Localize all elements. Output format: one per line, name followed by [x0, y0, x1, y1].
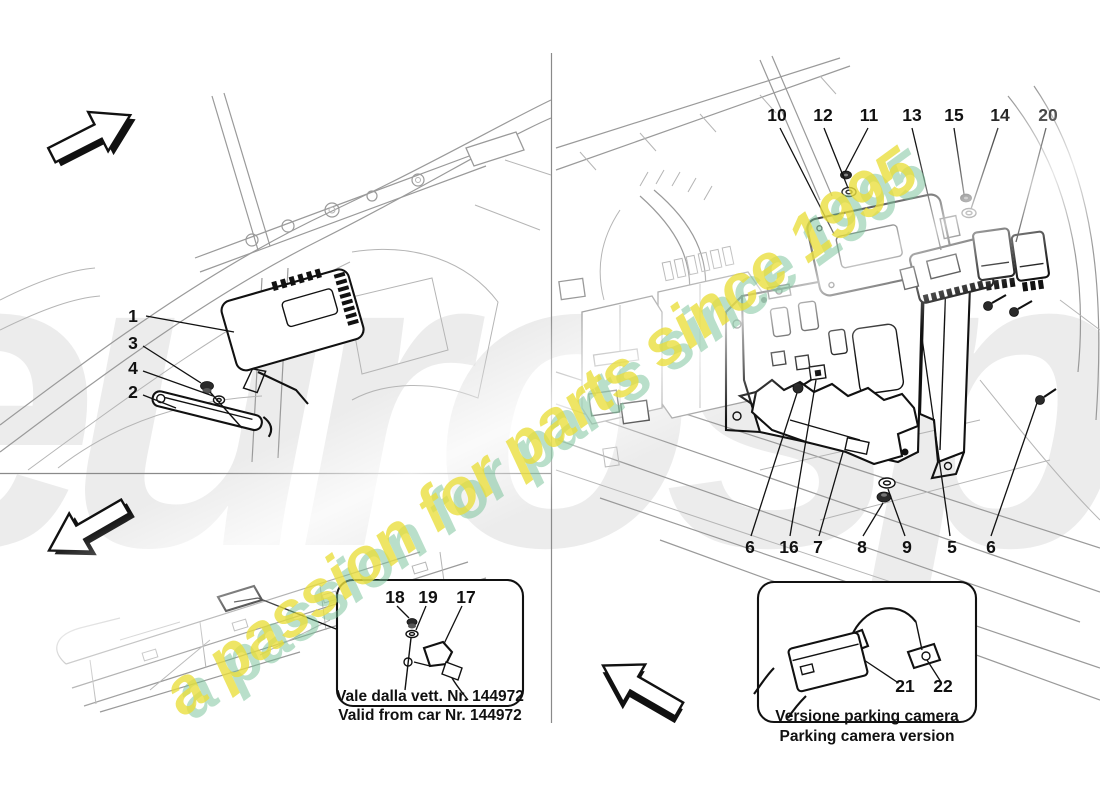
callout-14: 14 [990, 105, 1010, 125]
callout-18: 18 [385, 587, 405, 607]
callout-3: 3 [128, 333, 138, 353]
callout-5: 5 [947, 537, 957, 557]
callout-20: 20 [1038, 105, 1058, 125]
callout-4: 4 [128, 358, 138, 378]
callout-6a: 6 [745, 537, 755, 557]
callout-7: 7 [813, 537, 823, 557]
callout-2: 2 [128, 382, 138, 402]
callout-12: 12 [813, 105, 833, 125]
callout-19: 19 [418, 587, 438, 607]
parking-camera-inset: 21 22 Versione parking camera Parking ca… [753, 580, 978, 745]
nut-15-washer-14-drawing [960, 193, 977, 219]
relay-bolts-drawing [983, 294, 1033, 317]
parking-camera-text-english: Parking camera version [780, 728, 955, 745]
valid-from-text-italian: Vale dalla vett. Nr. 144972 [336, 688, 524, 705]
callout-17: 17 [456, 587, 475, 607]
callout-6b: 6 [986, 537, 996, 557]
direction-arrow-down-left-icon [47, 497, 135, 556]
valid-from-text-english: Valid from car Nr. 144972 [338, 707, 522, 724]
callout-8: 8 [857, 537, 867, 557]
callout-10: 10 [767, 105, 787, 125]
direction-arrow-up-right-icon [46, 110, 136, 167]
callout-21: 21 [895, 676, 915, 696]
washer-19-drawing [405, 629, 419, 639]
callout-15: 15 [944, 105, 964, 125]
parking-camera-text-italian: Versione parking camera [775, 708, 959, 725]
cap-nut-18-drawing [406, 618, 418, 629]
direction-arrow-up-left-icon [601, 663, 685, 724]
callout-9: 9 [902, 537, 912, 557]
callout-1: 1 [128, 306, 138, 326]
washer-9-grommet-8-drawing [876, 477, 896, 503]
callout-13: 13 [902, 105, 922, 125]
ecu-item-1-drawing [220, 268, 365, 394]
ecu-mount-arm [257, 371, 309, 405]
callout-22: 22 [933, 676, 953, 696]
callout-16: 16 [779, 537, 799, 557]
valid-from-inset: 18 19 17 Vale dalla vett. Nr. 144972 Val… [335, 578, 525, 724]
callout-11: 11 [860, 105, 879, 125]
bolt-6b-drawing [1035, 388, 1057, 405]
